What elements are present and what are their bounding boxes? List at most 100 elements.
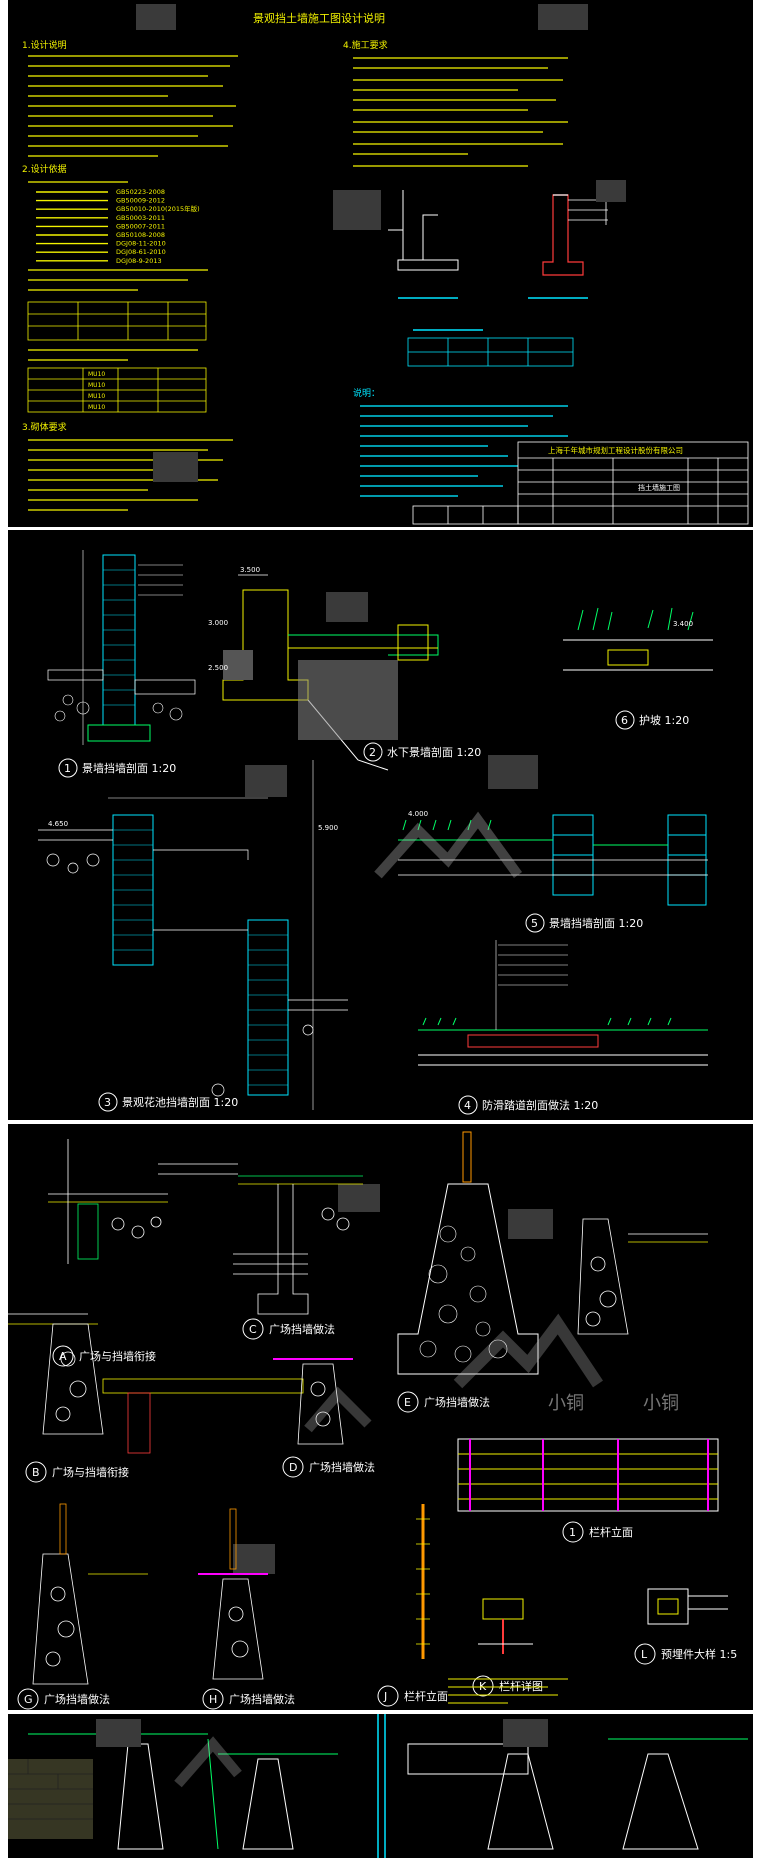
detail-3-dims [108,760,314,1110]
detail-E [397,1131,539,1375]
drawing-name: 挡土墙施工图 [638,483,680,492]
section1-heading: 1.设计说明 [22,39,67,51]
watermark-block [245,765,287,797]
standard-code: GB50007-2011 [116,222,165,230]
detail-title: 广场挡墙做法 [424,1395,490,1409]
detail-4-path [418,1017,708,1066]
watermark-block [96,1719,141,1747]
detail-H-label: H 广场挡墙做法 [202,1688,295,1710]
dim-label: 3.000 [208,619,228,627]
railing-elevation-label: 1 栏杆立面 [562,1521,633,1543]
detail-K [478,1598,533,1654]
detail-1-label: 1 景墙挡墙剖面 1:20 [58,758,176,778]
dim-label: 3.400 [673,620,693,628]
detail-B-label: B 广场与挡墙衔接 [25,1461,129,1483]
detail-title: 栏杆立面 [404,1689,448,1703]
section2-heading: 2.设计依据 [22,163,67,175]
notes-text-lines [360,405,568,497]
wall-section-detail-b [542,194,584,276]
standards-list: GB50223-2008GB50009-2012GB50010-2010(201… [36,188,200,411]
section1-text-lines [28,55,238,157]
watermark-block [503,1719,548,1747]
detail-G-label: G 广场挡墙做法 [17,1688,110,1710]
detail-title: 广场与挡墙衔接 [52,1465,129,1479]
table-cell: MU10 [88,404,105,411]
detail-2-wall [222,589,439,771]
dim-label: 3.500 [240,566,260,574]
sheet3-notes [448,1678,568,1704]
detail-H [198,1508,268,1680]
detail-number: 4 [464,1099,471,1112]
detail-C-label: C 广场挡墙做法 [242,1318,335,1340]
dim-label: 4.650 [48,820,68,828]
detail-3-label: 3 景观花池挡墙剖面 1:20 [98,1092,238,1112]
watermark-block [508,1209,553,1239]
detail-6-label: 6 护坡 1:20 [615,710,689,730]
detail-title: 栏杆立面 [589,1525,633,1539]
sheet-retaining-wall-sections: 1 景墙挡墙剖面 1:20 3.500 3.000 2.500 2 水下景墙剖面… [8,530,753,1120]
standard-code: DGJ08-11-2010 [116,240,166,248]
detail-number: 1 [64,762,71,775]
sheet-design-notes-drawing: 景观挡土墙施工图设计说明 1.设计说明 2.设计依据 GB50223-2008G… [22,4,749,525]
detail-1-wall [47,550,196,745]
detail-D [233,1253,353,1445]
watermark-block [596,180,626,202]
sheet-title: 景观挡土墙施工图设计说明 [253,11,385,25]
detail-6-slope [563,607,713,671]
watermark-block [326,592,368,622]
detail-4-callouts [495,940,568,1030]
detail-number: 2 [369,746,376,759]
notes-heading: 说明： [353,387,380,399]
detail-G [32,1503,148,1685]
detail-title: 广场挡墙做法 [309,1460,375,1474]
section4-heading: 4.施工要求 [343,39,388,51]
detail-A-label: A 广场与挡墙衔接 [52,1345,156,1367]
detail-title: 广场挡墙做法 [229,1692,295,1706]
detail-letter: C [249,1323,257,1336]
detail-L [647,1588,728,1625]
sheet-separator [0,527,761,530]
wall-section-detail-a [388,190,459,271]
watermark-logo [453,1313,603,1389]
standard-code: GB50010-2010(2015年版) [116,204,200,213]
table-cell: MU10 [88,371,105,378]
standard-code: GB50223-2008 [116,188,165,196]
detail-letter: A [59,1350,67,1363]
title-block [412,441,749,525]
sheet-wall-sections-drawing: 1 景墙挡墙剖面 1:20 3.500 3.000 2.500 2 水下景墙剖面… [38,550,713,1115]
partial-details [28,1733,748,1850]
detail-J-label: J 栏杆立面 [377,1685,448,1707]
watermark-block [233,1544,275,1574]
standard-code: GB50003-2011 [116,214,165,222]
detail-E-stones [419,1225,508,1363]
detail-title: 广场挡墙做法 [269,1322,335,1336]
standard-code: GB50108-2008 [116,231,165,239]
section3-text-lines [28,439,233,511]
detail-5-base [398,859,708,876]
watermark-logo [374,811,523,879]
railing-elevation [457,1438,719,1512]
detail-3-ground [38,829,348,1097]
detail-D-label: D 广场挡墙做法 [282,1456,375,1478]
detail-title: 护坡 1:20 [639,713,689,727]
detail-title: 广场挡墙做法 [44,1692,110,1706]
detail-L-label: L 预埋件大样 1:5 [634,1643,737,1665]
detail-F [577,1218,708,1335]
watermark-block [538,4,588,30]
sheet-separator [0,1120,761,1124]
section2-text-lines [28,181,208,291]
detail-letter: H [209,1693,217,1706]
detail-number: 1 [569,1526,576,1539]
standard-code: GB50009-2012 [116,197,165,205]
detail-letter: G [24,1693,33,1706]
sheet-partial-drawing [8,1714,748,1858]
detail-2-label: 2 水下景墙剖面 1:20 [363,742,481,762]
sheet-separator [0,1710,761,1714]
detail-J [416,1504,430,1659]
detail-letter: J [383,1690,387,1703]
detail-number: 6 [621,714,628,727]
detail-title: 广场与挡墙衔接 [79,1349,156,1363]
detail-5-ground [398,819,668,846]
material-table [27,301,207,341]
